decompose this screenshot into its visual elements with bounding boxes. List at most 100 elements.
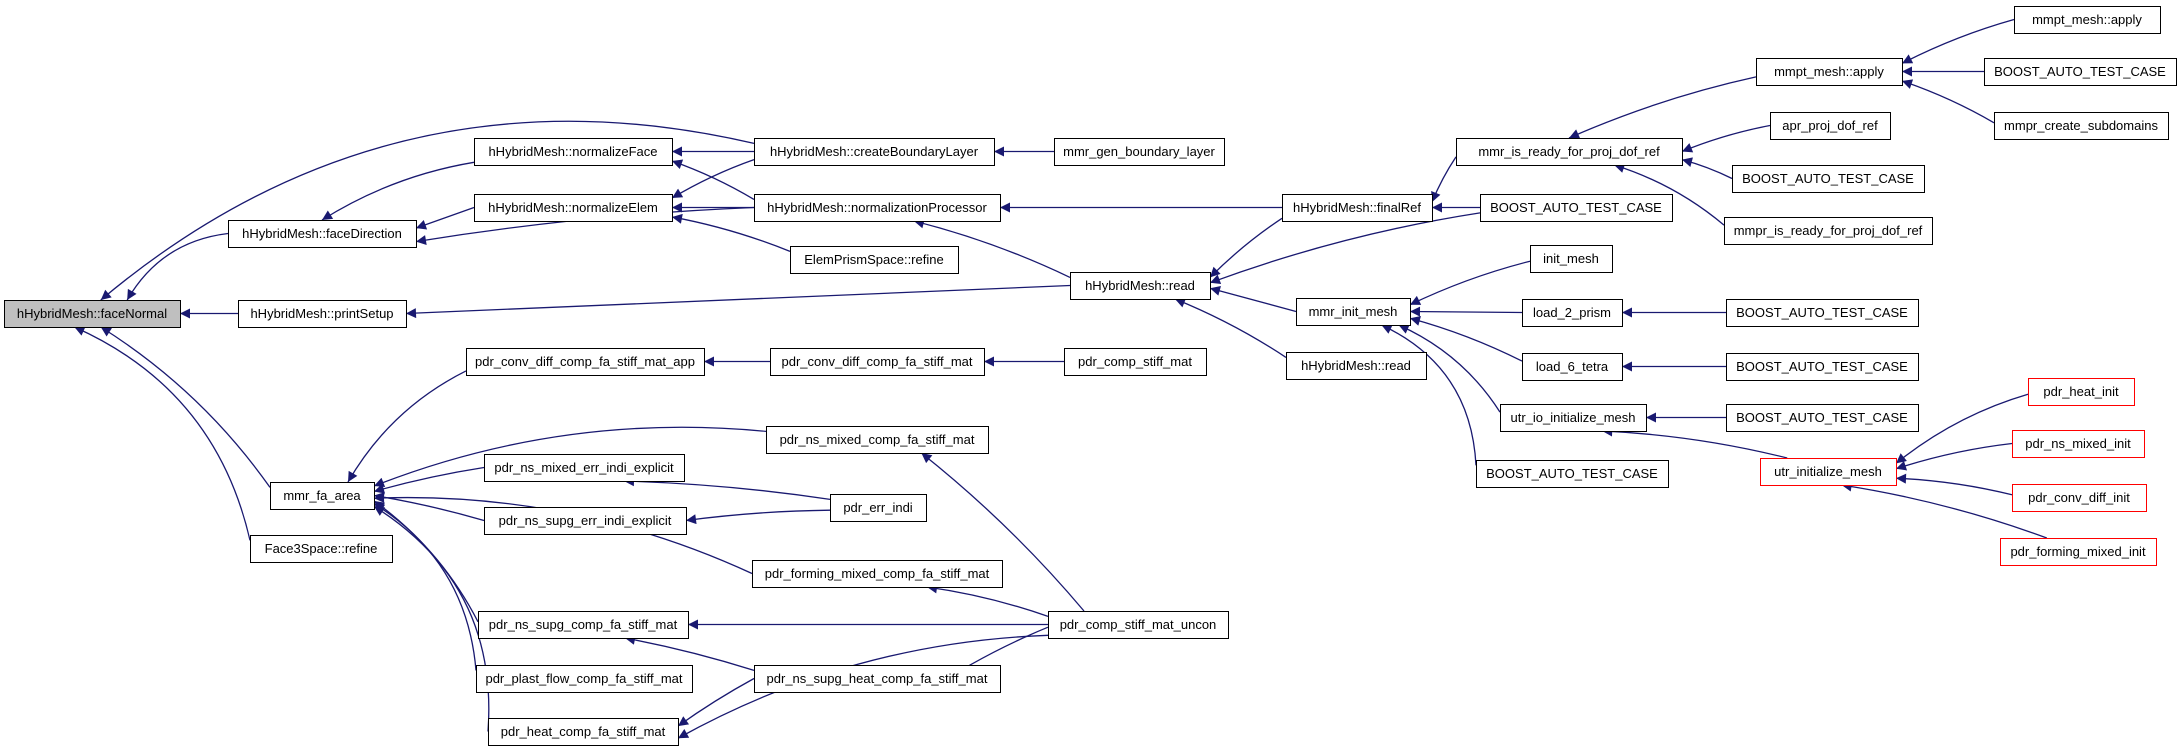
edge-pdr_conv_diff_init-to-utr_initialize_mesh	[1895, 473, 2013, 496]
edge-plast_flow-to-mmr_fa_area	[373, 503, 477, 671]
node-box	[1726, 404, 1919, 432]
node-label: hHybridMesh::normalizationProcessor	[767, 200, 987, 215]
node-pdr-ns-mixed-init[interactable]: pdr_ns_mixed_init	[2012, 430, 2145, 458]
node-label: BOOST_AUTO_TEST_CASE	[1994, 64, 2166, 79]
node-label: pdr_heat_comp_fa_stiff_mat	[501, 724, 666, 739]
node-box	[488, 718, 679, 746]
node-label: BOOST_AUTO_TEST_CASE	[1486, 466, 1658, 481]
node-batc-utrio[interactable]: BOOST_AUTO_TEST_CASE	[1726, 404, 1919, 432]
node-mmr-init-mesh[interactable]: mmr_init_mesh	[1296, 298, 1411, 326]
node-label: pdr_forming_mixed_comp_fa_stiff_mat	[765, 566, 990, 581]
edge-createBoundaryLayer-to-root	[100, 120, 755, 301]
node-load-2-prism[interactable]: load_2_prism	[1522, 299, 1623, 327]
node-box	[466, 348, 705, 376]
node-load-6-tetra[interactable]: load_6_tetra	[1522, 353, 1623, 381]
node-read2[interactable]: hHybridMesh::read	[1286, 352, 1427, 380]
edge-load_6_tetra-to-mmr_init_mesh	[1409, 316, 1523, 362]
node-pdr-forming-mixed-init[interactable]: pdr_forming_mixed_init	[2000, 538, 2157, 566]
edge-mmpt_apply2-to-mmpt_apply	[1901, 18, 2015, 64]
node-plast-flow[interactable]: pdr_plast_flow_comp_fa_stiff_mat	[476, 665, 693, 693]
node-pdr-comp-stiff-mat[interactable]: pdr_comp_stiff_mat	[1064, 348, 1207, 376]
node-label: mmpt_mesh::apply	[2032, 12, 2142, 27]
node-faceDirection[interactable]: hHybridMesh::faceDirection	[228, 220, 417, 248]
node-batc-load2[interactable]: BOOST_AUTO_TEST_CASE	[1726, 299, 1919, 327]
node-box	[1476, 460, 1669, 488]
node-box	[1522, 299, 1623, 327]
node-utr-io-initialize-mesh[interactable]: utr_io_initialize_mesh	[1500, 404, 1647, 432]
node-forming-mixed[interactable]: pdr_forming_mixed_comp_fa_stiff_mat	[752, 560, 1003, 588]
node-read[interactable]: hHybridMesh::read	[1070, 272, 1211, 300]
node-box	[2000, 538, 2157, 566]
node-mmr-fa-area[interactable]: mmr_fa_area	[270, 482, 375, 510]
node-label: utr_initialize_mesh	[1774, 464, 1882, 479]
edge-normalizeElem-to-faceDirection	[415, 206, 475, 230]
node-batc-mmr-is-ready[interactable]: BOOST_AUTO_TEST_CASE	[1732, 165, 1925, 193]
edge-conv_diff_app-to-mmr_fa_area	[347, 370, 467, 483]
edge-read-to-normalizationProcessor	[913, 218, 1071, 278]
node-box	[1286, 352, 1427, 380]
node-label: pdr_ns_supg_heat_comp_fa_stiff_mat	[767, 671, 988, 686]
node-face3space-refine[interactable]: Face3Space::refine	[250, 535, 393, 563]
node-root[interactable]: hHybridMesh::faceNormal	[4, 300, 181, 328]
node-pdr-err-indi[interactable]: pdr_err_indi	[830, 494, 927, 522]
node-heat-comp[interactable]: pdr_heat_comp_fa_stiff_mat	[488, 718, 679, 746]
node-pdr-conv-diff-init[interactable]: pdr_conv_diff_init	[2012, 484, 2147, 512]
node-box	[1726, 299, 1919, 327]
node-mmpt-apply[interactable]: mmpt_mesh::apply	[1756, 58, 1903, 86]
node-elemprism-refine[interactable]: ElemPrismSpace::refine	[790, 246, 959, 274]
node-printSetup[interactable]: hHybridMesh::printSetup	[238, 300, 407, 328]
node-batc-init[interactable]: BOOST_AUTO_TEST_CASE	[1476, 460, 1669, 488]
node-normalizeFace[interactable]: hHybridMesh::normalizeFace	[474, 138, 673, 166]
node-box	[1770, 112, 1891, 140]
node-box	[478, 611, 689, 639]
node-box	[2014, 6, 2161, 34]
node-box	[1756, 58, 1903, 86]
node-finalRef[interactable]: hHybridMesh::finalRef	[1282, 194, 1433, 222]
node-unconn[interactable]: pdr_comp_stiff_mat_uncon	[1048, 611, 1229, 639]
node-createBoundaryLayer[interactable]: hHybridMesh::createBoundaryLayer	[754, 138, 995, 166]
node-pdr-heat-init[interactable]: pdr_heat_init	[2028, 378, 2135, 406]
node-mmr-gen-boundary-layer[interactable]: mmr_gen_boundary_layer	[1054, 138, 1225, 166]
node-apr-proj-dof-ref[interactable]: apr_proj_dof_ref	[1770, 112, 1891, 140]
node-box	[1064, 348, 1207, 376]
node-label: hHybridMesh::normalizeFace	[488, 144, 657, 159]
node-label: ElemPrismSpace::refine	[804, 252, 943, 267]
node-label: hHybridMesh::faceDirection	[242, 226, 402, 241]
node-normalizationProcessor[interactable]: hHybridMesh::normalizationProcessor	[754, 194, 1001, 222]
node-ns-supg-heat[interactable]: pdr_ns_supg_heat_comp_fa_stiff_mat	[754, 665, 1001, 693]
node-layer: hHybridMesh::faceNormal hHybridMesh::face…	[4, 6, 2177, 746]
edge-pdr_err_indi-to-ns_supg_err	[685, 509, 831, 525]
edge-mmr_init_mesh-to-read	[1209, 285, 1297, 313]
node-mmpr-is-ready[interactable]: mmpr_is_ready_for_proj_dof_ref	[1724, 217, 1933, 245]
node-label: mmpr_create_subdomains	[2004, 118, 2158, 133]
node-conv-diff[interactable]: pdr_conv_diff_comp_fa_stiff_mat	[770, 348, 985, 376]
node-conv-diff-app[interactable]: pdr_conv_diff_comp_fa_stiff_mat_app	[466, 348, 705, 376]
node-label: pdr_conv_diff_comp_fa_stiff_mat	[781, 354, 972, 369]
edge-ns_mixed_comp-to-mmr_fa_area	[373, 426, 767, 488]
node-ns-mixed-comp[interactable]: pdr_ns_mixed_comp_fa_stiff_mat	[766, 426, 989, 454]
node-ns-supg-comp[interactable]: pdr_ns_supg_comp_fa_stiff_mat	[478, 611, 689, 639]
node-batc-final[interactable]: BOOST_AUTO_TEST_CASE	[1480, 194, 1673, 222]
node-mmpt-apply2[interactable]: mmpt_mesh::apply	[2014, 6, 2161, 34]
edge-face3space_refine-to-root	[74, 326, 251, 541]
node-init-mesh[interactable]: init_mesh	[1530, 245, 1613, 273]
node-box	[1480, 194, 1673, 222]
node-batc-mmpt[interactable]: BOOST_AUTO_TEST_CASE	[1984, 58, 2177, 86]
node-utr-initialize-mesh[interactable]: utr_initialize_mesh	[1760, 458, 1897, 486]
node-box	[474, 138, 673, 166]
node-ns-supg-err[interactable]: pdr_ns_supg_err_indi_explicit	[484, 507, 687, 535]
node-label: mmpr_is_ready_for_proj_dof_ref	[1734, 223, 1923, 238]
node-box	[752, 560, 1003, 588]
node-batc-load6[interactable]: BOOST_AUTO_TEST_CASE	[1726, 353, 1919, 381]
node-box	[1724, 217, 1933, 245]
node-box	[790, 246, 959, 274]
node-ns-mixed-err[interactable]: pdr_ns_mixed_err_indi_explicit	[484, 454, 685, 482]
node-label: BOOST_AUTO_TEST_CASE	[1742, 171, 1914, 186]
node-label: BOOST_AUTO_TEST_CASE	[1490, 200, 1662, 215]
edge-pdr_err_indi-to-ns_mixed_err	[623, 476, 831, 501]
edge-mmpr_create_subdomains-to-mmpt_apply	[1901, 79, 1995, 124]
node-mmr-is-ready[interactable]: mmr_is_ready_for_proj_dof_ref	[1456, 138, 1683, 166]
node-box	[770, 348, 985, 376]
node-mmpr-create-subdomains[interactable]: mmpr_create_subdomains	[1994, 112, 2169, 140]
node-normalizeElem[interactable]: hHybridMesh::normalizeElem	[474, 194, 673, 222]
